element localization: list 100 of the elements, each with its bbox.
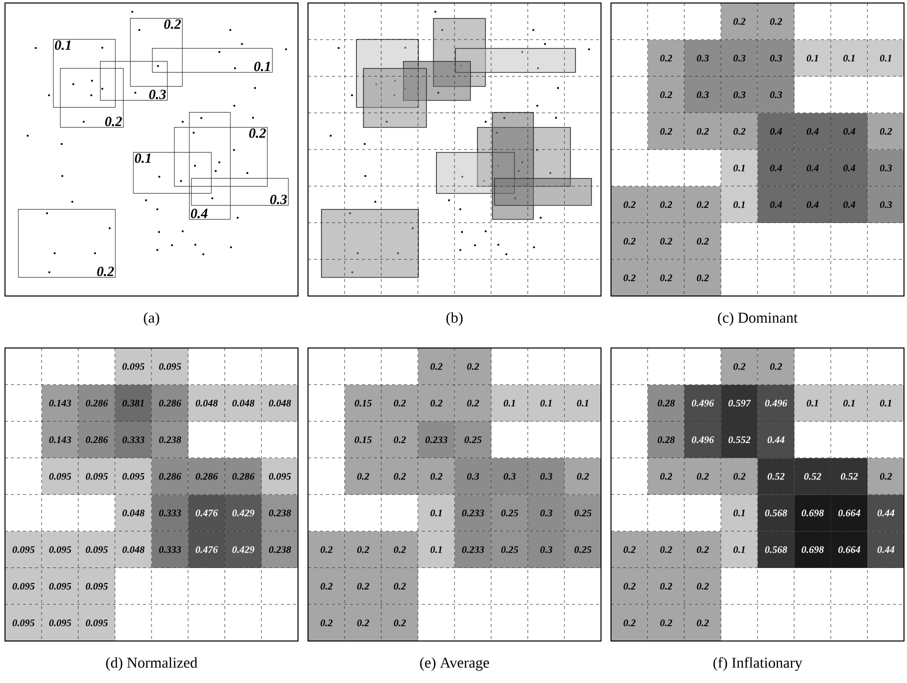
grid-cell: 0.2 [611,186,648,223]
grid-cell: 0.4 [830,186,868,223]
grid-cell: 0.2 [344,568,382,605]
grid-cell: 0.095 [5,604,42,642]
grid-cell: 0.476 [188,494,225,532]
grid-cell: 0.4 [830,113,868,150]
grid-cell: 0.4 [758,113,794,150]
grid-cell: 0.3 [491,458,528,495]
grid-cell: 0.381 [115,384,152,422]
grid-cell: 0.095 [42,458,78,495]
grid-cell: 0.1 [491,384,528,422]
grid-cell: 0.048 [224,384,262,422]
grid-cell: 0.2 [684,568,722,605]
grid-cell: 0.2 [418,384,455,422]
grid-cell: 0.2 [721,113,758,150]
panel-caption: (e) Average [420,657,490,671]
grid-cell: 0.3 [528,531,565,568]
grid-cell: 0.496 [758,384,794,422]
grid-cell: 0.3 [528,494,565,532]
grid-cell: 0.2 [721,3,758,40]
grid-cell: 0.2 [868,113,904,150]
grid-cell: 0.1 [830,40,868,76]
grid-cell: 0.2 [454,348,492,385]
grid-cell: 0.597 [721,384,758,422]
grid-cell: 0.095 [115,458,152,495]
grid-cell: 0.52 [794,458,831,495]
grid-cell: 0.2 [344,604,382,642]
grid-cell: 0.4 [794,113,831,150]
grid-cell: 0.095 [42,568,78,605]
grid-cell: 0.2 [648,531,684,568]
grid-cell: 0.1 [794,384,831,422]
grid-cell: 0.2 [611,260,648,296]
grid-cell: 0.44 [868,531,904,568]
grid-cell: 0.2 [454,384,492,422]
grid-cell: 0.52 [758,458,794,495]
region-box: 0.2 [130,18,183,87]
grid-cell: 0.2 [648,76,684,114]
grid-cell: 0.25 [491,531,528,568]
grid-cell: 0.3 [684,76,722,114]
grid-cell: 0.3 [721,40,758,76]
region-box: 0.1 [53,39,116,108]
grid-cell: 0.2 [611,604,648,642]
grid-cell: 0.476 [188,531,225,568]
grid-cell: 0.664 [830,494,868,532]
grid-cell: 0.143 [42,384,78,422]
grid-cell: 0.2 [684,113,722,150]
grid-cell: 0.25 [454,421,492,458]
shaded-region-box [356,39,419,108]
grid-cell: 0.15 [344,384,382,422]
grid-cell: 0.25 [491,494,528,532]
grid-cell: 0.095 [152,348,188,385]
grid-cell: 0.2 [381,568,418,605]
grid-cell: 0.2 [564,458,602,495]
grid-cell: 0.238 [262,531,298,568]
grid-cell: 0.333 [152,531,188,568]
grid-cell: 0.2 [611,222,648,260]
grid-cell: 0.4 [794,150,831,186]
grid-cell: 0.1 [868,40,904,76]
grid-cell: 0.095 [5,568,42,605]
grid-cell: 0.2 [758,348,794,385]
region-box: 0.2 [60,68,124,128]
grid-cell: 0.2 [381,421,418,458]
grid-cell: 0.28 [648,421,684,458]
grid-cell: 0.1 [868,384,904,422]
grid-cell: 0.2 [381,458,418,495]
grid-cell: 0.1 [564,384,602,422]
shaded-region-box [492,112,534,220]
grid-cell: 0.238 [152,421,188,458]
grid-cell: 0.3 [454,458,492,495]
grid-cell: 0.048 [188,384,225,422]
grid-cell: 0.429 [224,494,262,532]
grid-cell: 0.2 [308,531,345,568]
region-box: 0.3 [191,178,289,206]
grid-cell: 0.2 [344,458,382,495]
grid-cell: 0.25 [564,494,602,532]
grid-cell: 0.2 [308,568,345,605]
grid-cell: 0.496 [684,384,722,422]
grid-cell: 0.2 [381,604,418,642]
grid-cell: 0.238 [262,494,298,532]
grid-cell: 0.2 [684,260,722,296]
shaded-region-box [494,178,592,206]
grid-cell: 0.552 [721,421,758,458]
grid-cell: 0.4 [830,150,868,186]
grid-cell: 0.2 [648,260,684,296]
grid-cell: 0.2 [684,531,722,568]
shaded-region-box [363,68,427,128]
panel-caption: (b) [446,312,463,326]
grid-cell: 0.2 [648,40,684,76]
grid-cell: 0.2 [648,222,684,260]
region-box: 0.2 [174,127,268,187]
grid-cell: 0.698 [794,531,831,568]
grid-cell: 0.2 [418,458,455,495]
shaded-region-box [455,48,576,73]
grid-cell: 0.286 [224,458,262,495]
grid-cell: 0.095 [42,531,78,568]
grid-cell: 0.1 [528,384,565,422]
grid-cell: 0.496 [684,421,722,458]
grid-cell: 0.3 [684,40,722,76]
grid-cell: 0.2 [648,604,684,642]
grid-cell: 0.2 [611,568,648,605]
